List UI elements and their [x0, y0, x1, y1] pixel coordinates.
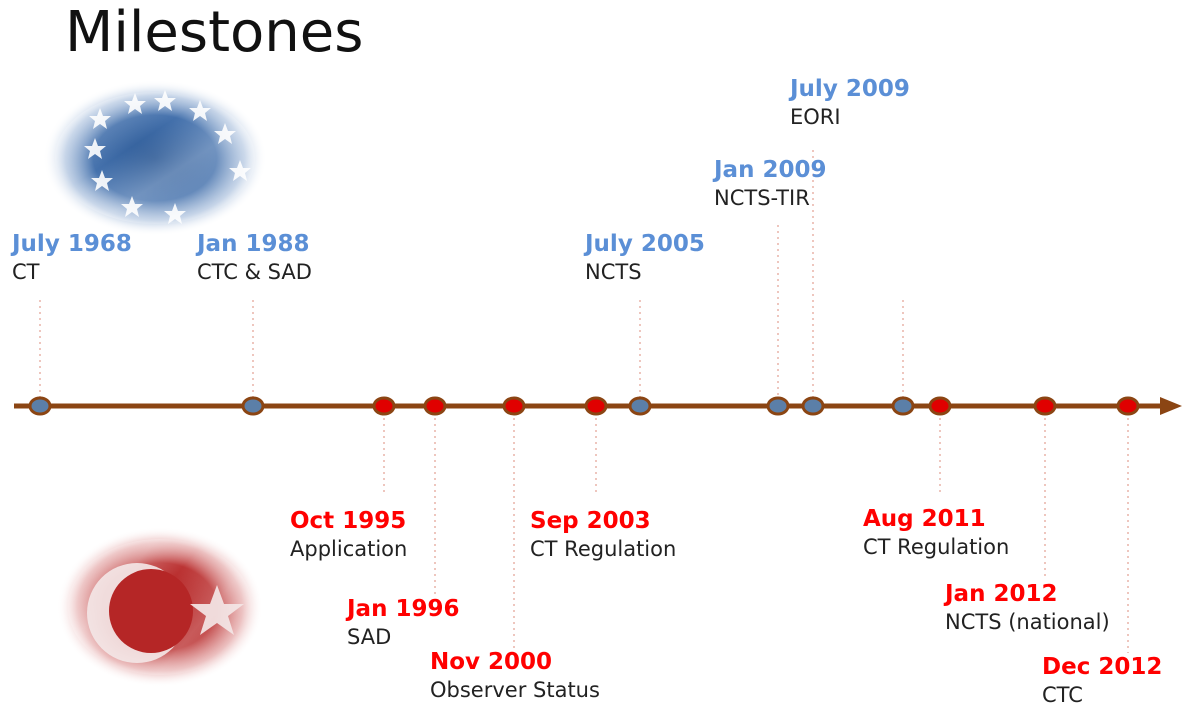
timeline-marker: [28, 396, 52, 416]
timeline-marker: [1116, 396, 1140, 416]
timeline-marker: [423, 396, 447, 416]
milestone-date: Jan 2009: [714, 157, 827, 183]
timeline-marker: [928, 396, 952, 416]
milestone-date: Sep 2003: [530, 508, 651, 534]
milestone-event: CTC & SAD: [197, 259, 312, 284]
milestone-event: NCTS: [585, 259, 642, 284]
milestone-event: CTC: [1042, 682, 1083, 707]
milestone-date: Dec 2012: [1042, 654, 1163, 680]
milestone-event: SAD: [347, 624, 392, 649]
timeline-marker: [801, 396, 825, 416]
milestone-date: July 2009: [790, 76, 910, 102]
timeline-marker: [584, 396, 608, 416]
milestone-date: Jan 2012: [945, 581, 1058, 607]
milestone-date: Jan 1988: [197, 231, 310, 257]
timeline-marker: [241, 396, 265, 416]
milestone-event: NCTS-TIR: [714, 185, 810, 210]
milestone-date: July 1968: [12, 231, 132, 257]
milestone-event: Observer Status: [430, 677, 600, 702]
milestone-event: CT Regulation: [530, 536, 677, 561]
milestone-date: July 2005: [585, 231, 705, 257]
timeline-marker: [628, 396, 652, 416]
axis-arrow-icon: [1160, 397, 1182, 415]
eu-flag-icon: [43, 80, 267, 236]
milestone-event: CT: [12, 259, 40, 284]
milestone-date: Oct 1995: [290, 508, 407, 534]
timeline-marker: [502, 396, 526, 416]
milestone-event: CT Regulation: [863, 534, 1010, 559]
milestone-date: Jan 1996: [347, 596, 460, 622]
timeline-marker: [766, 396, 790, 416]
timeline-marker: [372, 396, 396, 416]
milestone-event: EORI: [790, 104, 841, 129]
milestone-event: Application: [290, 536, 408, 561]
milestone-date: Nov 2000: [430, 649, 553, 675]
page-title: Milestones: [65, 0, 364, 65]
timeline-marker: [1033, 396, 1057, 416]
milestone-event: NCTS (national): [945, 609, 1110, 634]
turkey-flag-icon: [57, 527, 263, 687]
milestone-date: Aug 2011: [863, 506, 986, 532]
timeline-marker: [891, 396, 915, 416]
